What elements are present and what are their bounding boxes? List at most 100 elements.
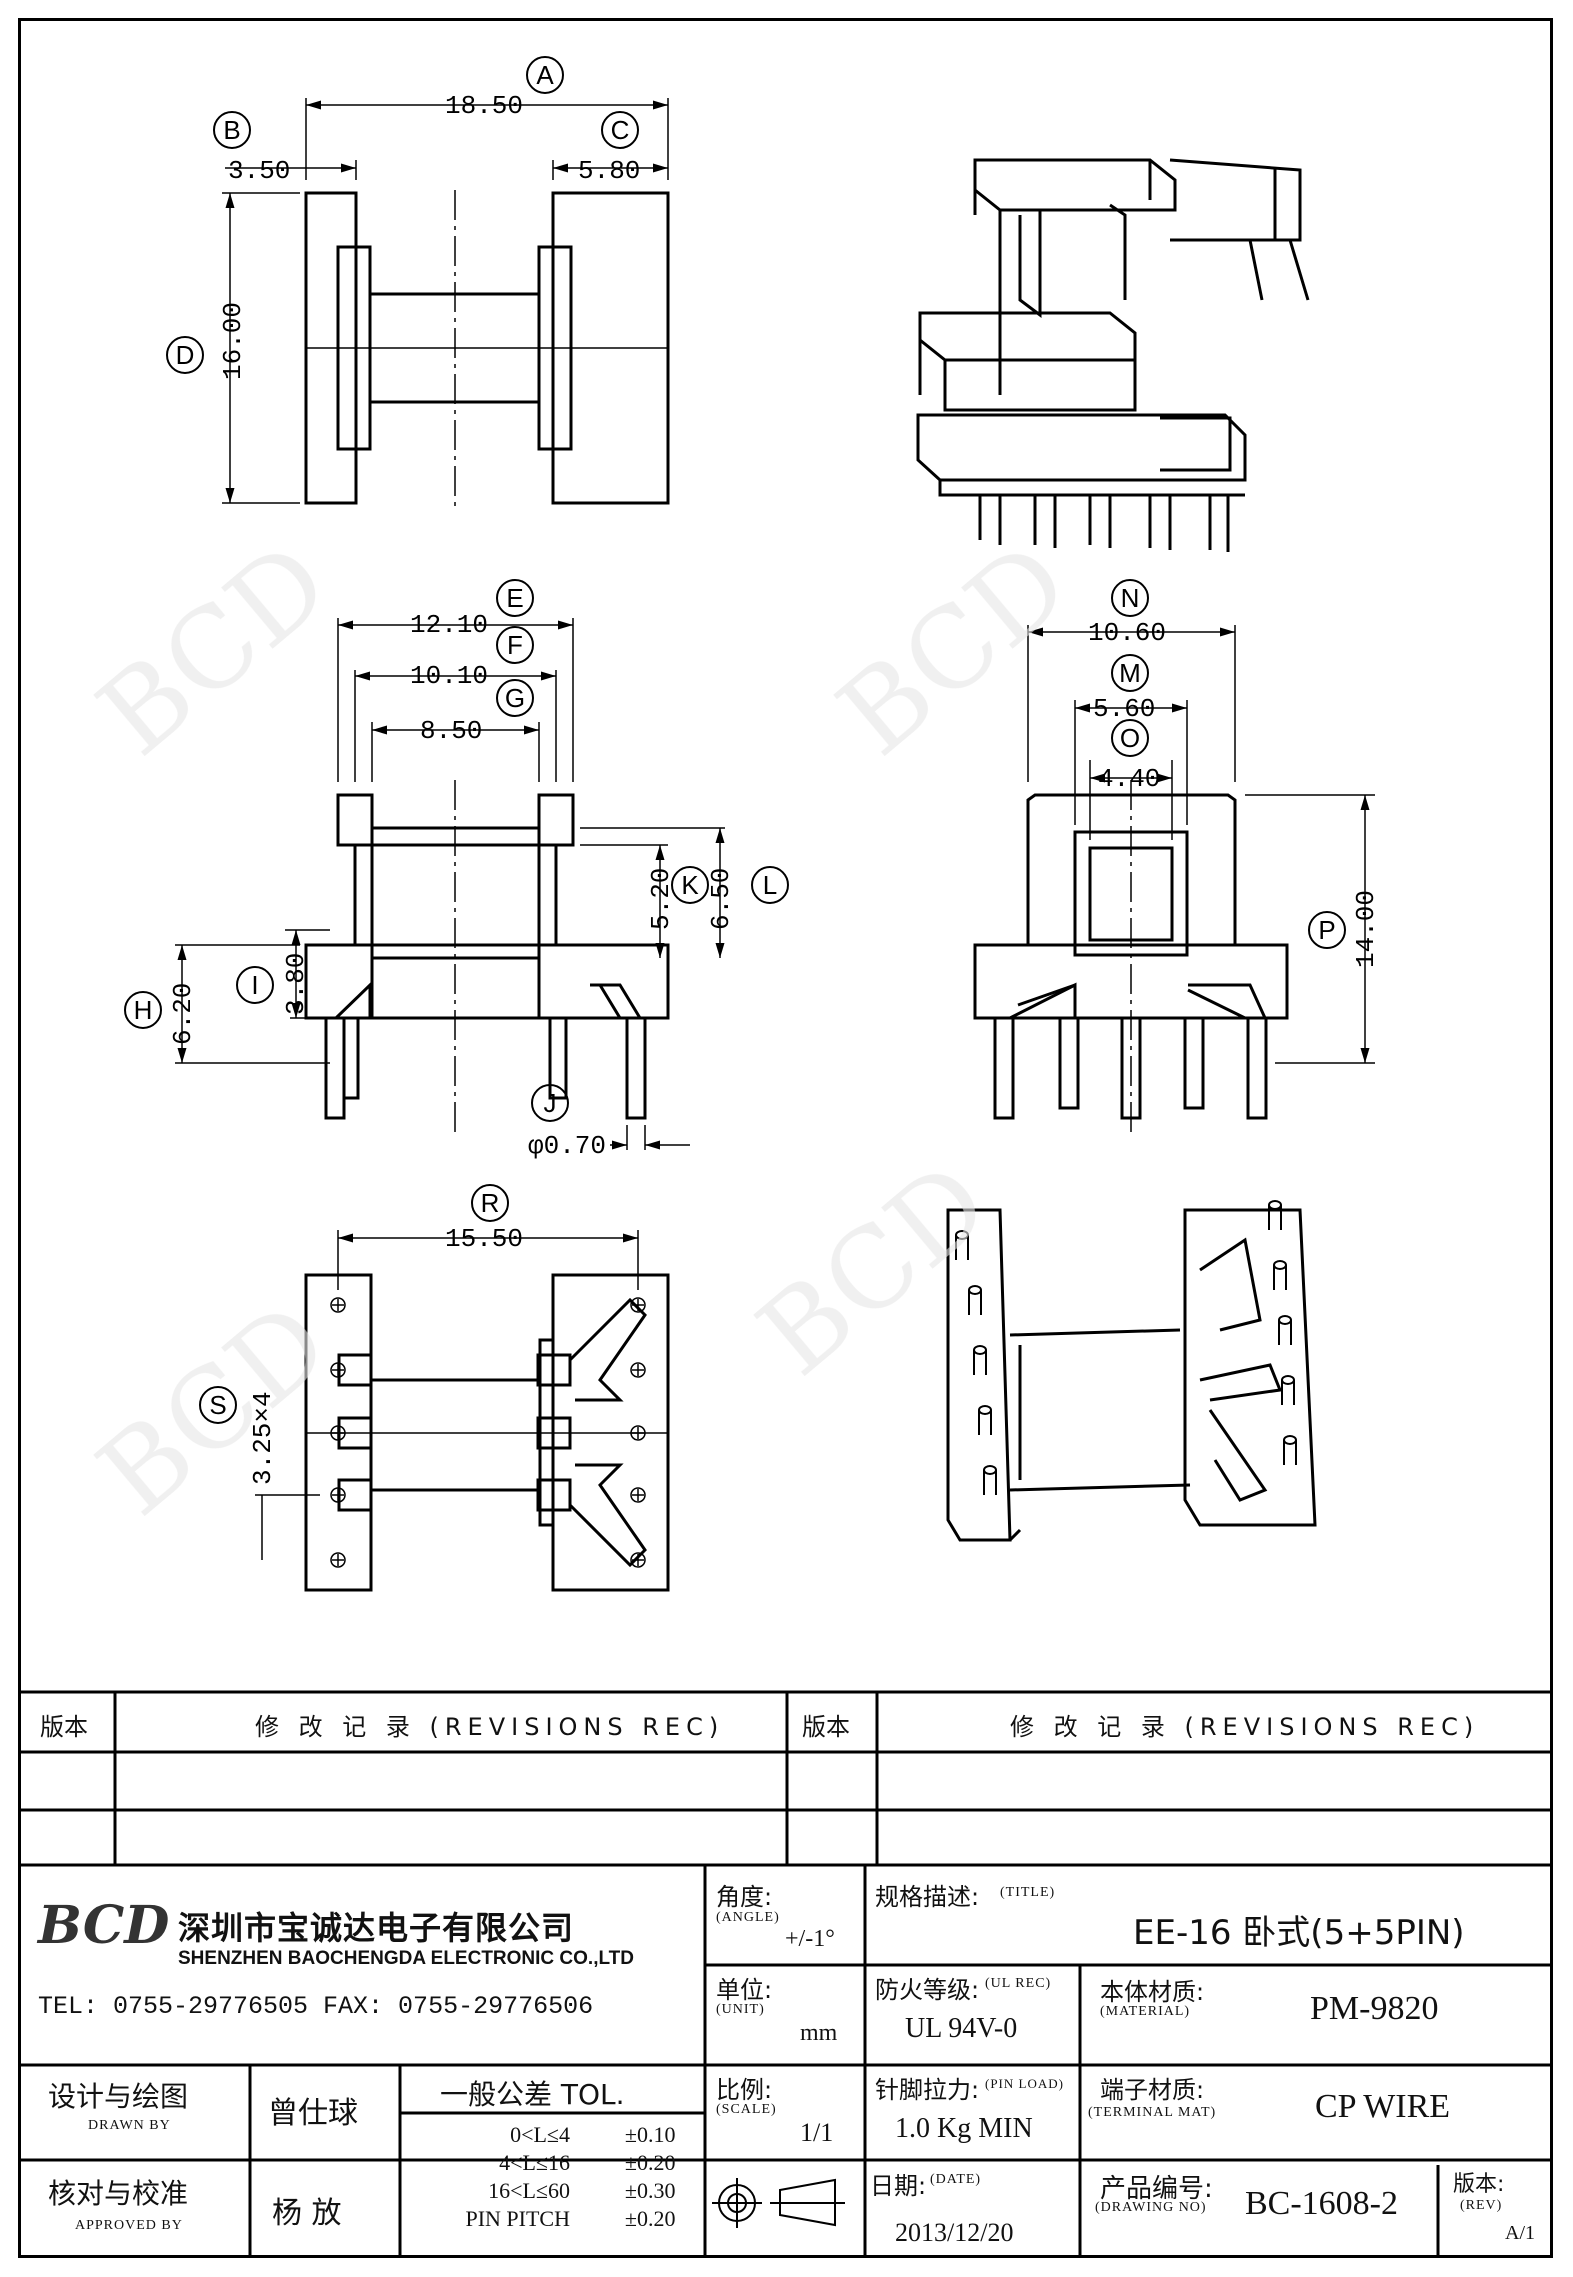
svg-text:E: E (506, 583, 523, 613)
rev-record-right: 修 改 记 录 (REVISIONS REC) (1010, 1713, 1480, 1741)
drawing-frame (18, 18, 1553, 2258)
material-label: 本体材质: (1100, 1978, 1205, 2006)
dim-k-value: 5.20 (646, 868, 676, 930)
tol-row-2: 16<L≤60 ±0.30 (420, 2178, 690, 2204)
title-value: EE-16 卧式(5+5PIN) (1133, 1913, 1465, 1953)
svg-text:R: R (481, 1188, 500, 1218)
dim-c-value: 5.80 (578, 156, 640, 186)
callout-i: I (236, 966, 274, 1004)
dim-m-value: 5.60 (1093, 694, 1155, 724)
approved-label: 核对与校准 (48, 2177, 189, 2210)
approved-label-en: APPROVED BY (75, 2218, 183, 2233)
drawn-label-en: DRAWN BY (88, 2118, 171, 2133)
svg-text:L: L (763, 870, 777, 900)
iso-view-2 (946, 1200, 1317, 1542)
svg-text:S: S (209, 1390, 226, 1420)
callout-c: C (601, 111, 639, 149)
approved-value: 杨 放 (272, 2196, 342, 2231)
projection-symbol-icon (712, 2178, 845, 2228)
drawing-no-label-en: (DRAWING NO) (1095, 2200, 1207, 2215)
callout-a: A (526, 56, 564, 94)
tol-value: ±0.20 (624, 2150, 676, 2175)
company-logo: BCD (38, 1895, 170, 1956)
callout-s: S (199, 1386, 237, 1424)
svg-text:F: F (507, 630, 523, 660)
callout-l: L (751, 866, 789, 904)
rev-label-right: 版本 (802, 1713, 850, 1741)
tol-value: ±0.10 (624, 2122, 676, 2147)
svg-text:BCD: BCD (74, 518, 352, 780)
company-tel-fax: TEL: 0755-29776505 FAX: 0755-29776506 (38, 1992, 594, 2021)
end-view (973, 625, 1375, 1135)
dim-l-value: 6.50 (706, 868, 736, 930)
company-name-cn: 深圳市宝诚达电子有限公司 (178, 1909, 575, 1947)
top-view (222, 98, 670, 510)
terminal-label-en: (TERMINAL MAT) (1088, 2105, 1217, 2120)
callout-j: J (531, 1084, 569, 1122)
scale-value: 1/1 (800, 2118, 834, 2147)
pin-load-value: 1.0 Kg MIN (895, 2113, 1033, 2144)
svg-text:K: K (681, 870, 699, 900)
dim-h-value: 6.20 (168, 983, 198, 1045)
side-view (175, 618, 725, 1150)
scale-label: 比例: (716, 2076, 773, 2104)
dim-j-value: φ0.70 (528, 1131, 606, 1161)
tol-value: ±0.20 (624, 2206, 676, 2231)
dim-i-value: 3.80 (281, 953, 311, 1015)
svg-text:H: H (134, 995, 153, 1025)
callout-e: E (496, 579, 534, 617)
tol-range: 0<L≤4 (510, 2122, 570, 2147)
callout-g: G (496, 679, 534, 717)
tol-value: ±0.30 (624, 2178, 676, 2203)
dim-s-value: 3.25×4 (248, 1391, 278, 1485)
material-value: PM-9820 (1310, 1990, 1439, 2027)
date-label-en: (DATE) (930, 2172, 982, 2187)
callout-o: O (1111, 719, 1149, 757)
rev-value: A/1 (1505, 2222, 1535, 2244)
watermark: BCD BCD BCD BCD (74, 518, 1092, 1540)
svg-text:D: D (176, 340, 195, 370)
tol-range: 4<L≤16 (499, 2150, 570, 2175)
dim-b-value: 3.50 (228, 156, 290, 186)
svg-text:BCD: BCD (734, 1138, 1012, 1400)
ul-label: 防火等级: (875, 1976, 980, 2004)
title-block-grid (18, 1690, 1553, 2258)
tol-label: 一般公差 TOL. (440, 2078, 625, 2111)
tol-row-0: 0<L≤4 ±0.10 (420, 2122, 690, 2148)
unit-label-en: (UNIT) (716, 2002, 765, 2017)
svg-text:A: A (536, 60, 554, 90)
unit-label: 单位: (716, 1976, 773, 2004)
material-label-en: (MATERIAL) (1100, 2004, 1191, 2019)
drawn-value: 曾仕球 (268, 2096, 358, 2131)
callout-f: F (496, 626, 534, 664)
title-label: 规格描述: (875, 1883, 980, 1911)
title-label-en: (TITLE) (1000, 1885, 1056, 1900)
angle-label-en: (ANGLE) (716, 1910, 780, 1925)
date-value: 2013/12/20 (895, 2218, 1014, 2247)
drawing-no-label: 产品编号: (1100, 2174, 1213, 2204)
dim-e-value: 12.10 (410, 610, 488, 640)
tol-row-1: 4<L≤16 ±0.20 (420, 2150, 690, 2176)
scale-label-en: (SCALE) (716, 2102, 777, 2117)
tol-range: PIN PITCH (465, 2206, 570, 2231)
dim-d-value: 16.00 (218, 302, 248, 380)
dim-n-value: 10.60 (1088, 618, 1166, 648)
callout-n: N (1111, 579, 1149, 617)
rev-label: 版本: (1453, 2172, 1505, 2197)
rev-record-left: 修 改 记 录 (REVISIONS REC) (255, 1713, 725, 1741)
svg-text:M: M (1119, 658, 1141, 688)
callout-k: K (671, 866, 709, 904)
terminal-value: CP WIRE (1315, 2088, 1451, 2125)
svg-text:O: O (1120, 723, 1140, 753)
date-label: 日期: (870, 2172, 927, 2200)
dim-a-value: 18.50 (445, 91, 523, 121)
bottom-view (255, 1230, 670, 1592)
svg-text:C: C (611, 115, 630, 145)
tol-range: 16<L≤60 (488, 2178, 570, 2203)
svg-text:G: G (505, 683, 525, 713)
company-name-en: SHENZHEN BAOCHENGDA ELECTRONIC CO.,LTD (178, 1948, 634, 1969)
callout-d: D (166, 336, 204, 374)
drawn-label: 设计与绘图 (48, 2080, 189, 2113)
callout-r: R (471, 1184, 509, 1222)
